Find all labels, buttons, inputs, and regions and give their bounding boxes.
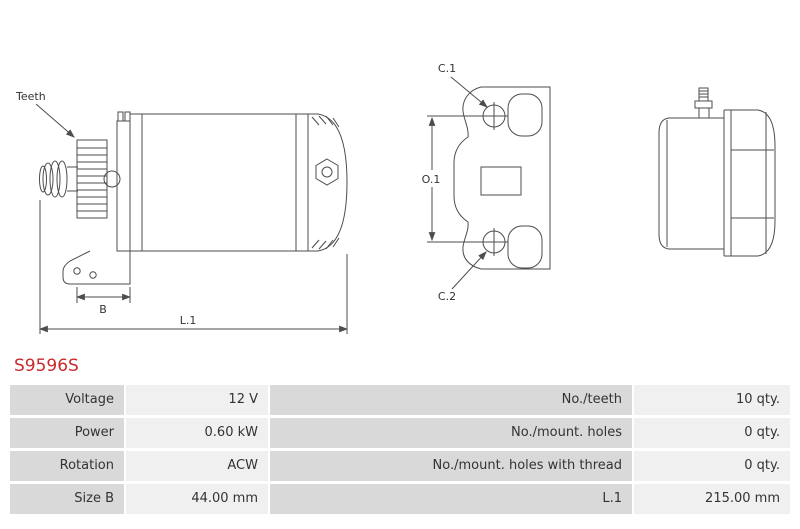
terminal-stud <box>694 87 713 119</box>
spec-label: No./teeth <box>270 385 632 415</box>
c1-label: C.1 <box>438 62 456 75</box>
spec-value: 215.00 mm <box>634 484 790 514</box>
spec-label: Voltage <box>10 385 124 415</box>
dimension-o1: O.1 <box>415 115 486 243</box>
spec-value: 0 qty. <box>634 451 790 481</box>
dimension-l1: L.1 <box>38 200 349 334</box>
c2-label: C.2 <box>438 290 456 303</box>
part-number: S9596S <box>14 356 79 376</box>
starter-rear-view <box>658 87 776 257</box>
spec-table: Voltage 12 V No./teeth 10 qty. Power 0.6… <box>10 385 790 514</box>
teeth-label: Teeth <box>15 90 46 103</box>
pinion-gear <box>76 139 108 219</box>
starter-motor-diagram: Teeth B L.1 <box>15 62 776 334</box>
spec-value: 10 qty. <box>634 385 790 415</box>
c1-callout: C.1 <box>438 62 488 108</box>
o1-label: O.1 <box>422 173 441 186</box>
mounting-bracket <box>62 250 131 285</box>
c2-callout: C.2 <box>438 251 487 303</box>
flange-slot-top <box>507 93 543 137</box>
spec-value: 0.60 kW <box>126 418 268 448</box>
spec-label: Size B <box>10 484 124 514</box>
spec-label: No./mount. holes <box>270 418 632 448</box>
spec-label: No./mount. holes with thread <box>270 451 632 481</box>
spec-label: L.1 <box>270 484 632 514</box>
end-cap-hex-bolt <box>315 158 339 186</box>
dim-b-label: B <box>99 303 107 316</box>
dimension-b: B <box>75 287 132 316</box>
teeth-callout: Teeth <box>15 90 75 138</box>
starter-side-view <box>39 111 348 285</box>
technical-drawing: Teeth B L.1 <box>15 62 776 334</box>
spec-value: ACW <box>126 451 268 481</box>
spec-label: Power <box>10 418 124 448</box>
spec-value: 12 V <box>126 385 268 415</box>
flange-slot-bottom <box>507 225 543 269</box>
spec-value: 44.00 mm <box>126 484 268 514</box>
spec-label: Rotation <box>10 451 124 481</box>
spec-value: 0 qty. <box>634 418 790 448</box>
dim-l1-label: L.1 <box>180 314 197 327</box>
flange-window <box>480 166 522 196</box>
